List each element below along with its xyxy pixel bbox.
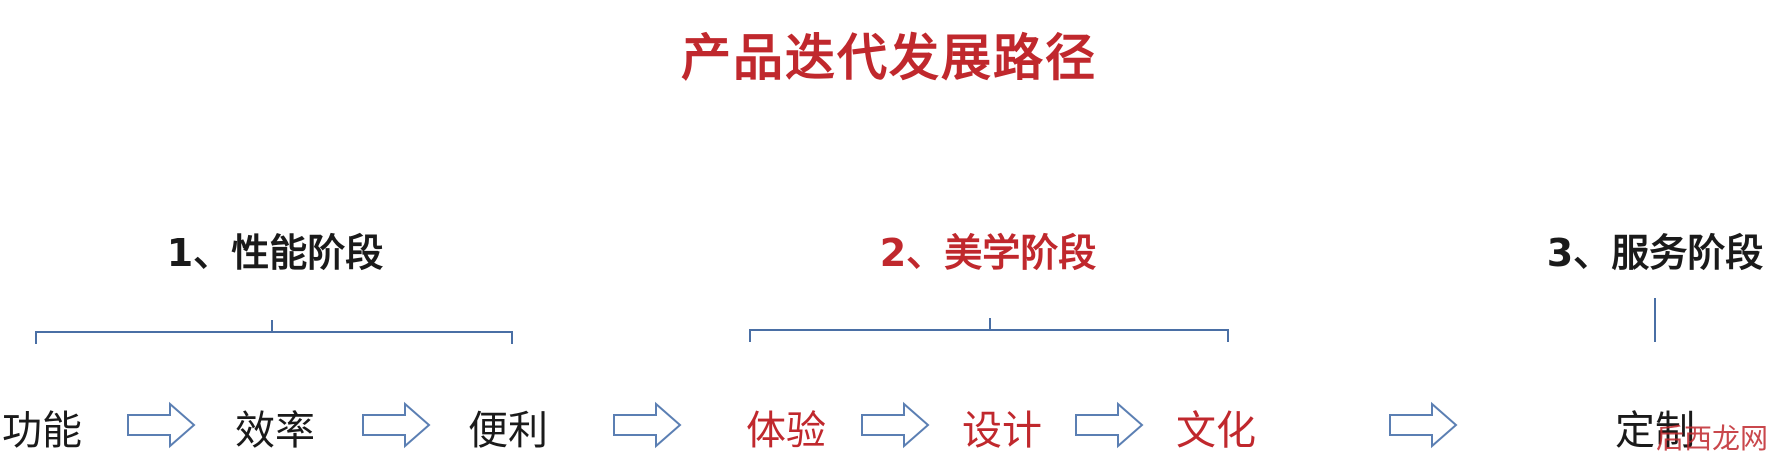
arrow-6 bbox=[1389, 401, 1458, 449]
bracket-aesthetics bbox=[749, 318, 1229, 342]
step-customization: 定制 bbox=[1615, 408, 1695, 454]
arrow-3 bbox=[613, 401, 682, 449]
arrow-4 bbox=[861, 401, 930, 449]
arrow-1 bbox=[127, 401, 196, 449]
watermark-text: 后西龙网 bbox=[1655, 422, 1768, 455]
bracket-performance bbox=[35, 320, 513, 344]
step-experience: 体验 bbox=[746, 408, 826, 454]
step-efficiency: 效率 bbox=[235, 408, 315, 454]
stage-label-aesthetics: 2、美学阶段 bbox=[879, 231, 1097, 275]
stage-label-performance: 1、性能阶段 bbox=[166, 231, 384, 275]
step-function: 功能 bbox=[2, 408, 82, 454]
step-design: 设计 bbox=[962, 408, 1042, 454]
stage-label-service: 3、服务阶段 bbox=[1546, 231, 1764, 275]
diagram-title: 产品迭代发展路径 bbox=[681, 29, 1097, 87]
arrow-5 bbox=[1075, 401, 1144, 449]
step-culture: 文化 bbox=[1176, 408, 1256, 454]
step-convenience: 便利 bbox=[468, 408, 548, 454]
arrow-2 bbox=[362, 401, 431, 449]
